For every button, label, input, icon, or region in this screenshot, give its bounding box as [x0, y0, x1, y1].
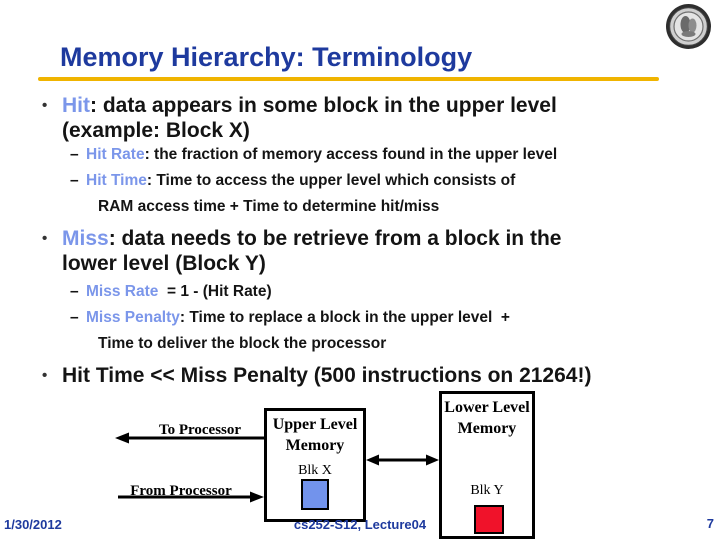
- miss-penalty-continuation: Time to deliver the block the processor: [98, 335, 387, 352]
- to-processor-label: To Processor: [158, 422, 242, 438]
- term-hit: Hit: [62, 94, 90, 117]
- dash-marker: –: [70, 146, 79, 163]
- to-processor-arrow: [115, 432, 264, 444]
- term-miss-penalty: Miss Penalty: [86, 309, 180, 326]
- bullet-dot: •: [42, 367, 48, 384]
- sub-bullet-hit-rate: – Hit Rate: the fraction of memory acces…: [70, 146, 558, 163]
- footer-date: 1/30/2012: [4, 517, 62, 532]
- dash-marker: –: [70, 283, 79, 300]
- footer-page-number: 7: [706, 516, 714, 531]
- bullet-miss-line1: Miss: data needs to be retrieve from a b…: [62, 227, 562, 250]
- page-title: Memory Hierarchy: Terminology: [60, 42, 473, 72]
- bullet-hit: • Hit: data appears in some block in the…: [42, 93, 557, 143]
- blk-x-label: Blk X: [298, 463, 332, 478]
- dash-marker: –: [70, 309, 79, 326]
- hit-time-continuation: RAM access time + Time to determine hit/…: [98, 198, 440, 215]
- bullet-miss: • Miss: data needs to be retrieve from a…: [42, 226, 561, 276]
- upper-level-memory-box: Upper Level Memory Blk X: [264, 408, 366, 522]
- from-processor-arrow: [118, 491, 264, 503]
- blk-y-label: Blk Y: [470, 483, 504, 498]
- term-miss-rate: Miss Rate: [86, 283, 159, 300]
- sub-bullet-hit-time: – Hit Time: Time to access the upper lev…: [70, 172, 516, 189]
- bullet-miss-line2: lower level (Block Y): [62, 252, 266, 275]
- blk-x-block: [301, 479, 329, 510]
- lower-level-memory-box: Lower Level Memory Blk Y: [439, 391, 535, 539]
- term-hit-time: Hit Time: [86, 172, 147, 189]
- sub-bullet-miss-rate: – Miss Rate = 1 - (Hit Rate): [70, 283, 272, 300]
- blk-y-block: [474, 505, 504, 534]
- title-underline: [38, 77, 659, 81]
- bullet-dot: •: [42, 97, 48, 114]
- upper-level-memory-label: Upper Level Memory: [272, 416, 358, 454]
- bullet-hit-vs-miss: • Hit Time << Miss Penalty (500 instruct…: [42, 364, 592, 387]
- footer-course: cs252-S12, Lecture04: [293, 517, 427, 532]
- lower-level-memory-label: Lower Level Memory: [444, 399, 530, 437]
- dash-marker: –: [70, 172, 79, 189]
- sub-bullet-miss-penalty: – Miss Penalty: Time to replace a block …: [70, 309, 510, 326]
- university-seal-icon: [665, 3, 712, 50]
- bullet-hit-line1: Hit: data appears in some block in the u…: [62, 94, 557, 117]
- from-processor-label: From Processor: [130, 483, 232, 499]
- term-hit-rate: Hit Rate: [86, 146, 145, 163]
- bullet-hit-line2: (example: Block X): [62, 119, 250, 142]
- term-miss: Miss: [62, 227, 109, 250]
- bullet-dot: •: [42, 230, 48, 247]
- block-transfer-arrow: [366, 454, 439, 466]
